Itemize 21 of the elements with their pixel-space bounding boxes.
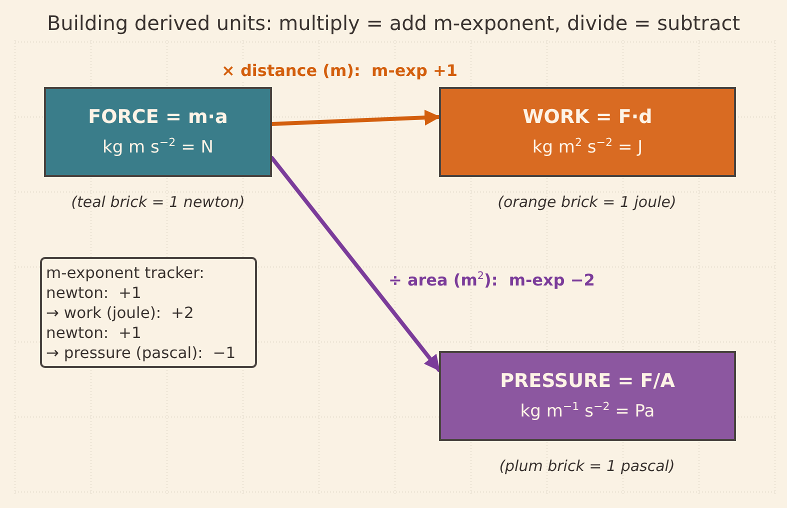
unit-box	[439, 351, 736, 441]
title: Building derived units: multiply = add m-exponent, divide = subtract	[46, 11, 742, 35]
tracker-line: → pressure (pascal): −1	[46, 342, 236, 362]
unit-box	[44, 87, 272, 177]
unit-heading: PRESSURE = F/A	[500, 370, 675, 392]
unit-heading: WORK = F·d	[522, 106, 652, 128]
unit-formula: kg m$^{−1}$ s$^{−2}$ = Pa	[520, 400, 655, 422]
brick-caption: (teal brick = 1 newton)	[70, 193, 246, 211]
tracker-heading: m-exponent tracker:	[46, 262, 204, 282]
brick-caption: (plum brick = 1 pascal)	[498, 457, 676, 475]
tracker-line: newton: +1	[46, 322, 142, 342]
unit-heading: FORCE = m·a	[88, 106, 228, 128]
arrow	[270, 156, 441, 372]
tracker-line: → work (joule): +2	[46, 302, 194, 322]
unit-formula: kg m s$^{−2}$ = N	[102, 136, 214, 158]
unit-box	[439, 87, 736, 177]
arrow	[270, 110, 441, 126]
unit-formula: kg m$^{2}$ s$^{−2}$ = J	[532, 136, 643, 158]
tracker-line: newton: +1	[46, 282, 142, 302]
note-box	[40, 257, 257, 368]
brick-caption: (orange brick = 1 joule)	[496, 193, 678, 211]
